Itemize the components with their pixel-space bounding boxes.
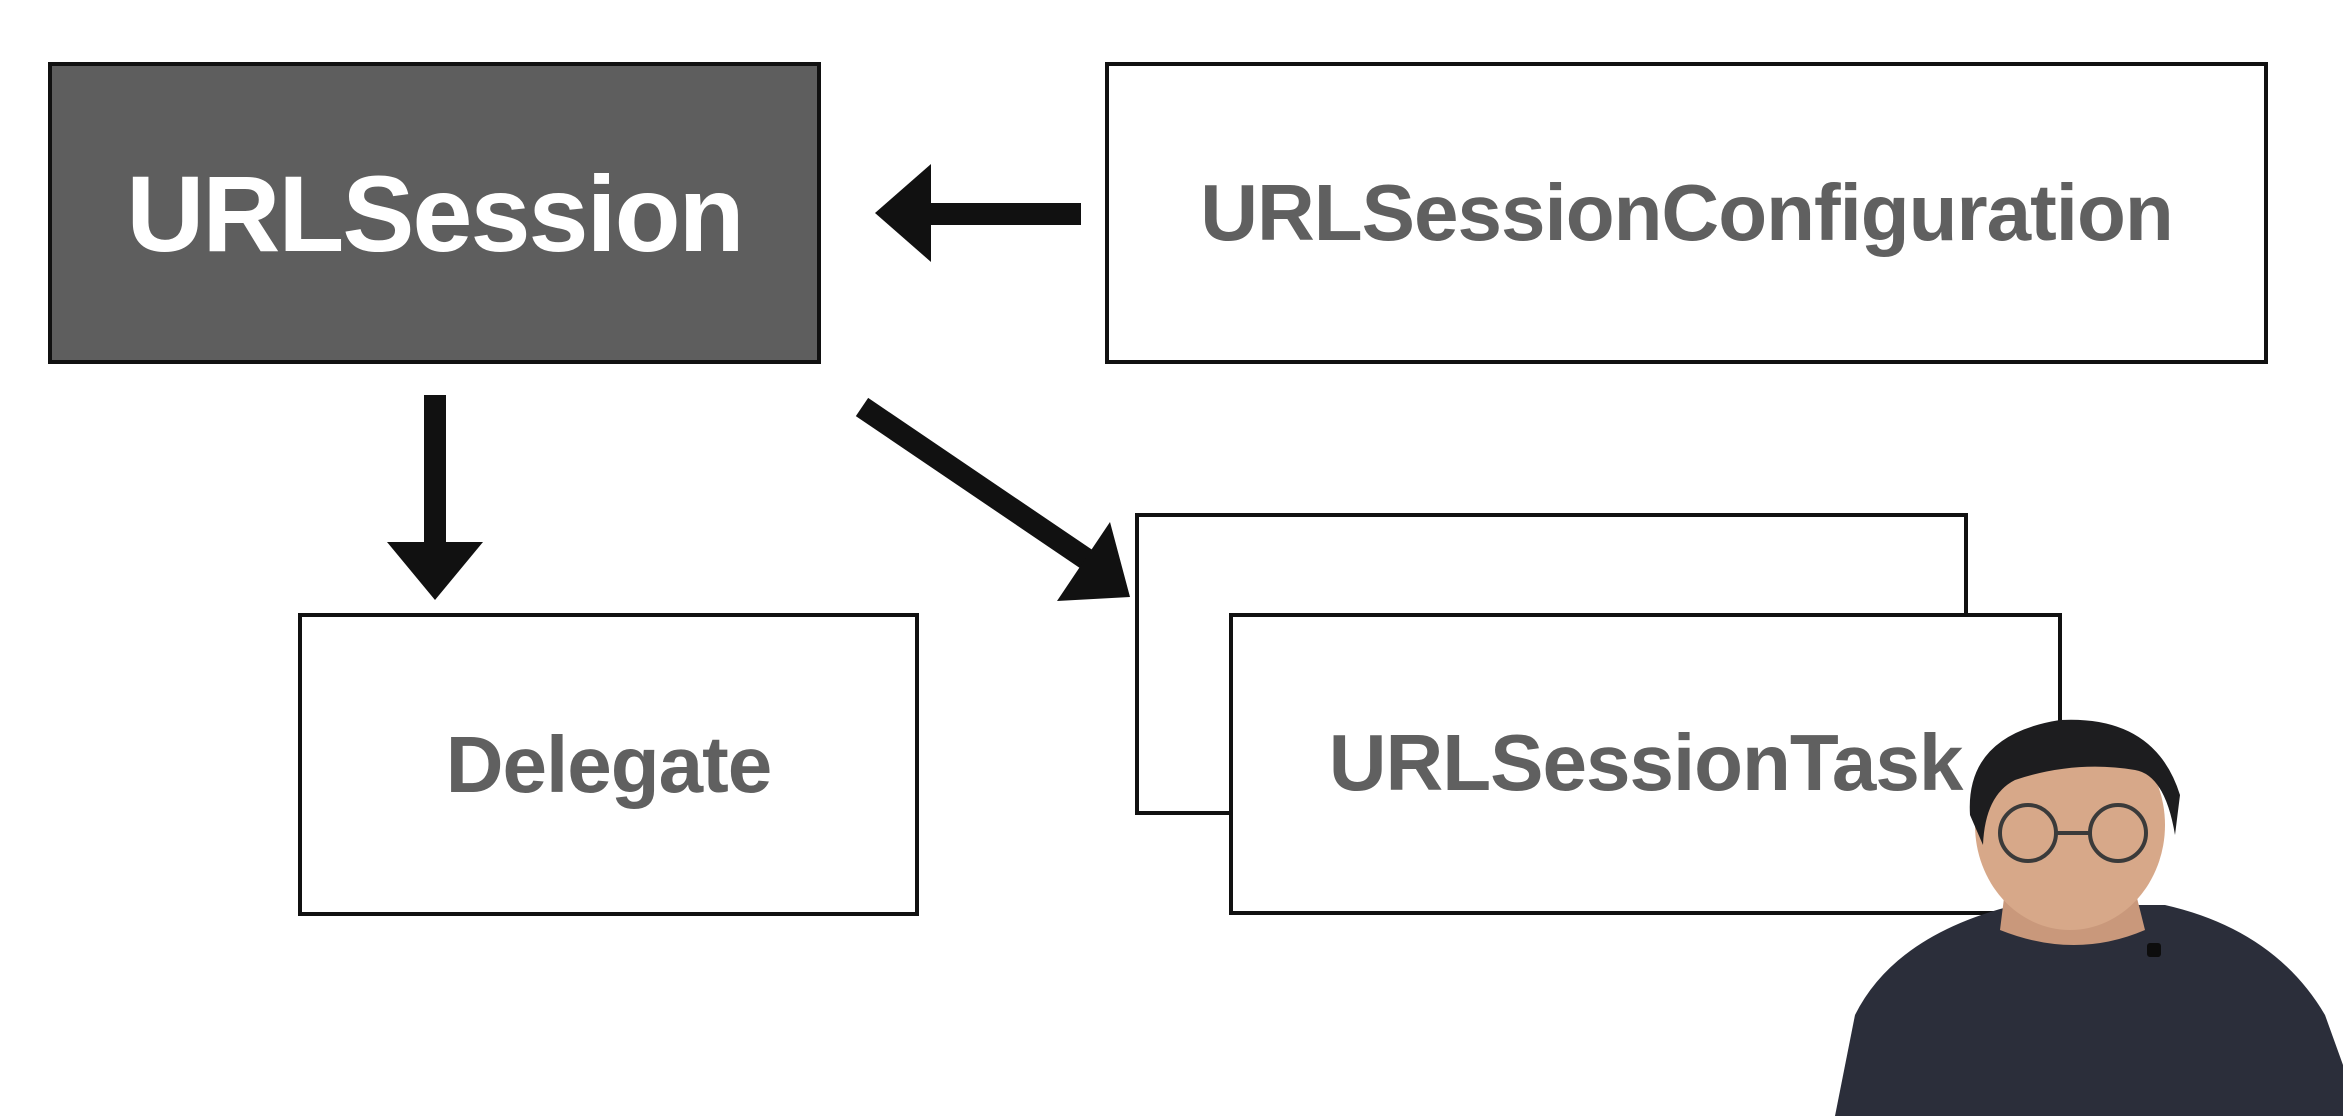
urlsessionconfiguration-node: URLSessionConfiguration: [1105, 62, 2268, 364]
urlsessiontask-node: URLSessionTask: [1229, 613, 2062, 915]
urlsessionconfiguration-label: URLSessionConfiguration: [1200, 168, 2174, 257]
person-video-icon: [1835, 719, 2343, 1116]
urlsession-label: URLSession: [126, 152, 744, 274]
arrow-config-to-session: [875, 164, 1081, 262]
delegate-label: Delegate: [445, 719, 772, 809]
arrow-session-to-task: [855, 397, 1130, 601]
urlsession-node: URLSession: [48, 62, 821, 364]
delegate-node: Delegate: [298, 613, 919, 916]
arrow-session-to-delegate: [387, 395, 483, 600]
presenter-video: [1835, 715, 2343, 1116]
urlsessiontask-label: URLSessionTask: [1328, 718, 1964, 807]
